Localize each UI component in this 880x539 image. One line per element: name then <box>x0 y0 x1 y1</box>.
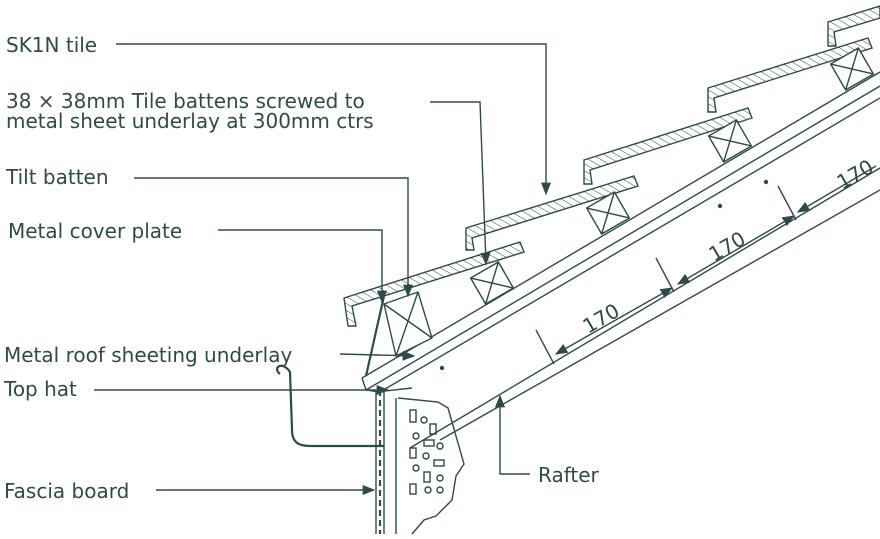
fascia-board <box>375 387 413 534</box>
leader-lines <box>94 43 552 496</box>
truss-nail-plate <box>395 397 465 535</box>
gutter-bracket <box>275 364 384 448</box>
label-tile-battens-line2: metal sheet underlay at 300mm ctrs <box>6 109 374 133</box>
dimension-170-2: 170 <box>705 226 750 266</box>
tiles <box>343 5 880 327</box>
label-tile-battens-line1: 38 × 38mm Tile battens screwed to <box>6 89 365 113</box>
label-metal-cover-plate: Metal cover plate <box>8 219 182 243</box>
screw-dot <box>439 365 445 371</box>
tile-batten <box>585 191 631 235</box>
roof-sheeting-underlay <box>361 71 880 393</box>
label-metal-roof-sheeting-underlay: Metal roof sheeting underlay <box>4 343 292 367</box>
label-fascia-board: Fascia board <box>4 479 129 503</box>
dimension-170-1: 170 <box>579 298 624 338</box>
tile-batten <box>829 47 875 91</box>
tile-batten <box>707 119 753 163</box>
tile-battens <box>469 47 875 305</box>
tilt-batten <box>383 291 433 358</box>
label-tilt-batten: Tilt batten <box>5 165 109 189</box>
label-rafter: Rafter <box>538 463 600 487</box>
label-sk1n-tile: SK1N tile <box>6 33 97 57</box>
tile-batten <box>469 261 515 305</box>
screw-dot <box>763 179 769 185</box>
label-top-hat: Top hat <box>3 377 77 401</box>
metal-cover-plate <box>364 295 386 377</box>
screw-dot <box>717 203 723 209</box>
